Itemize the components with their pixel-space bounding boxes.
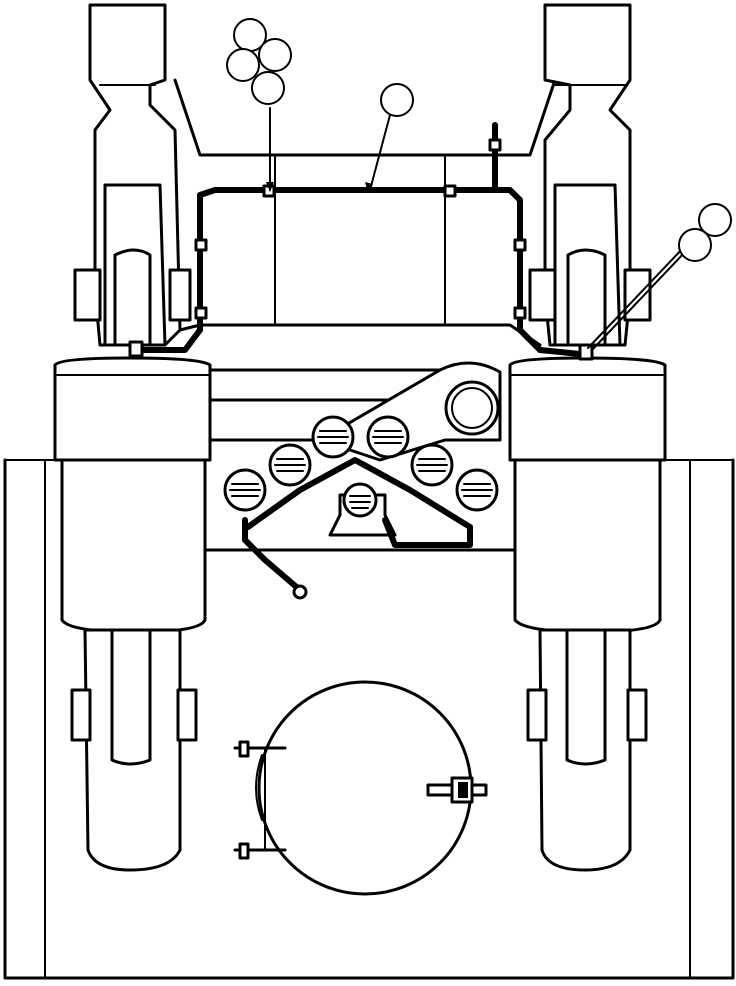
- hose-clips: [128, 138, 594, 600]
- callout-balloon-c: [258, 38, 292, 72]
- inspection-hatch: [233, 680, 488, 896]
- right-boom-arm: [528, 3, 652, 347]
- callout-cluster-left: [226, 18, 292, 105]
- left-boom-arm: [73, 3, 192, 347]
- right-drum: [508, 356, 667, 634]
- fitting-5: [410, 443, 454, 487]
- callout-balloon-g: [678, 228, 712, 262]
- fitting-1: [223, 468, 267, 512]
- hose-fittings: [223, 415, 499, 512]
- fitting-2: [268, 443, 312, 487]
- left-lower-wheel: [70, 628, 198, 872]
- hinge-top: [233, 740, 287, 851]
- right-lower-wheel: [526, 628, 648, 872]
- left-drum: [53, 356, 212, 634]
- fitting-3: [311, 415, 355, 459]
- center-swivel: [328, 482, 397, 537]
- hatch-latch: [426, 776, 488, 804]
- fitting-4: [366, 415, 410, 459]
- callout-balloon-d: [251, 71, 285, 105]
- callout-balloon-b: [226, 48, 260, 82]
- callout-balloon-e: [380, 83, 414, 117]
- hose-runs: [132, 122, 593, 593]
- fitting-6: [455, 468, 499, 512]
- callout-balloon-f: [698, 203, 732, 237]
- main-frame: [3, 458, 735, 980]
- hinge-bottom: [233, 842, 287, 860]
- callout-cluster-right: [678, 203, 732, 262]
- swing-bracket: [318, 361, 502, 462]
- callout-center: [380, 83, 414, 117]
